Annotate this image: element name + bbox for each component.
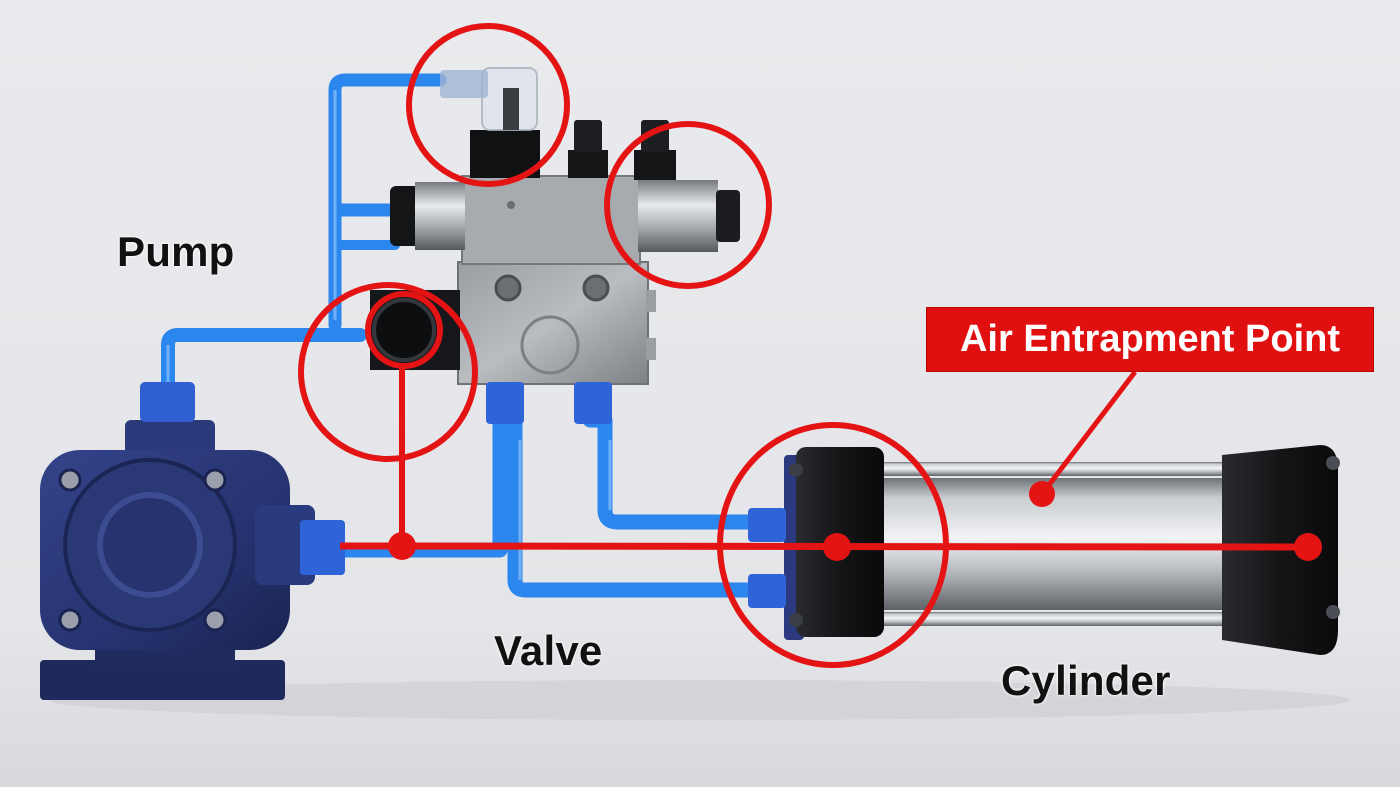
pump-body bbox=[40, 382, 345, 700]
marker-cylinder-rod-end bbox=[1294, 533, 1322, 561]
pump-label: Pump bbox=[117, 228, 235, 275]
floor-shadow bbox=[50, 680, 1350, 720]
marker-cylinder-barrel bbox=[1029, 481, 1055, 507]
cylinder-label: Cylinder bbox=[1001, 657, 1171, 704]
air-entrapment-callout: Air Entrapment Point bbox=[926, 307, 1374, 372]
valve-label: Valve bbox=[494, 627, 603, 674]
marker-cylinder-cap bbox=[823, 533, 851, 561]
highlight-circle-right-solenoid bbox=[604, 121, 772, 289]
leader-line-callout bbox=[1040, 370, 1137, 496]
highlight-circle-left-port bbox=[298, 282, 478, 462]
annotation-markers bbox=[388, 481, 1322, 561]
highlight-circle-top-connector bbox=[406, 23, 570, 187]
valve-block bbox=[370, 67, 740, 424]
marker-pump-junction bbox=[388, 532, 416, 560]
